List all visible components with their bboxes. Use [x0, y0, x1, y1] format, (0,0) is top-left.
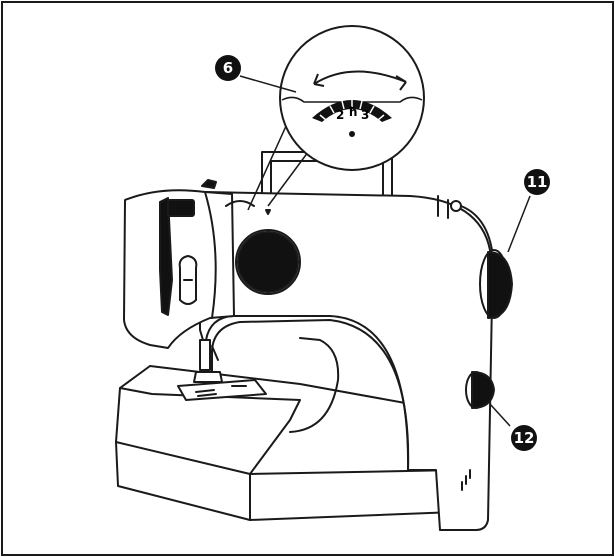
dial-detail-magnifier: [279, 25, 425, 171]
dial-digit-2: 2: [336, 108, 344, 122]
callout-11-leader: [507, 195, 531, 253]
callout-12-leader: [489, 403, 511, 427]
handwheel: [479, 249, 513, 319]
side-vent: [461, 469, 471, 491]
tension-guide: [167, 199, 195, 217]
free-arm-top: [119, 387, 301, 475]
head-side-curve: [204, 191, 217, 319]
rotation-double-arrow: [313, 70, 407, 91]
bobbin-winder: [225, 200, 255, 207]
feed-dog-lines: [195, 385, 247, 397]
stitch-selector-knob: [235, 229, 301, 295]
callout-11-label: 11: [527, 173, 548, 191]
arm-throat: [211, 319, 410, 471]
callout-12-badge: 12: [511, 425, 537, 451]
callout-12-label: 12: [514, 429, 535, 447]
callout-11-badge: 11: [524, 169, 550, 195]
tension-dial: [178, 255, 198, 305]
stitch-length-dial: [465, 371, 495, 409]
callout-6-leader: [239, 75, 297, 93]
thread-line-top: [460, 205, 493, 251]
callout-6-badge: 6: [215, 55, 241, 81]
thread-guide-top: [201, 179, 217, 189]
take-up-lever: [159, 197, 173, 316]
dial-digit-3: 3: [361, 108, 369, 122]
pointer-mark: [265, 209, 271, 215]
throat-inner-curve: [289, 337, 340, 433]
needle-assembly: [193, 339, 223, 385]
callout-6-label: 6: [223, 59, 233, 77]
spool-guide: [450, 200, 462, 212]
dial-digit-mid: ħ: [348, 105, 357, 119]
